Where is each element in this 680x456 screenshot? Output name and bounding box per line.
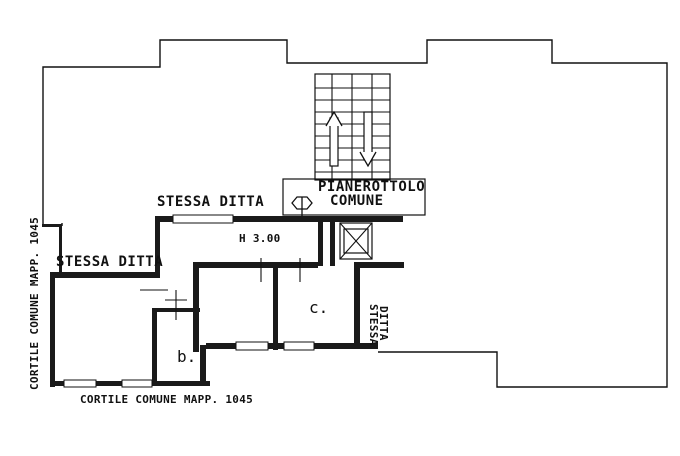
label-comune: COMUNE bbox=[330, 193, 384, 209]
label-stessa-ditta-left: STESSA DITTA bbox=[56, 254, 163, 270]
building-outline bbox=[42, 39, 668, 388]
stair-arrow-left-icon bbox=[325, 110, 343, 167]
landing-lamp-icon bbox=[291, 196, 313, 216]
label-cortile-left: CORTILE COMUNE MAPP. 1045 bbox=[28, 217, 41, 390]
lift-shaft bbox=[339, 222, 373, 260]
stair-treads bbox=[315, 74, 390, 180]
label-room-c: c. bbox=[309, 298, 328, 317]
label-room-b: b. bbox=[177, 347, 196, 366]
window-openings bbox=[63, 214, 315, 388]
label-cortile-bottom: CORTILE COMUNE MAPP. 1045 bbox=[80, 393, 253, 406]
label-height: H 3.00 bbox=[239, 232, 281, 245]
label-pianerottolo: PIANEROTTOLO bbox=[318, 179, 425, 195]
walls bbox=[42, 216, 404, 387]
label-stessa-ditta-vertical-2: DITTA bbox=[377, 306, 390, 341]
stair-arrow-right-icon bbox=[359, 111, 377, 168]
label-stessa-ditta-top: STESSA DITTA bbox=[157, 194, 264, 210]
junction-marks bbox=[140, 258, 301, 320]
label-stessa-ditta-vertical-1: STESSA bbox=[367, 304, 380, 346]
landing-box bbox=[282, 178, 426, 216]
